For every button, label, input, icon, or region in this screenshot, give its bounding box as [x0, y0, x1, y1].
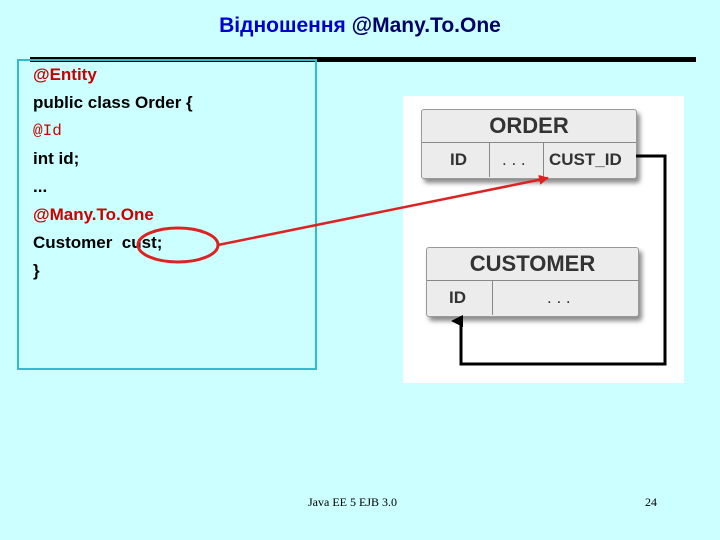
customer-table-name: CUSTOMER: [427, 248, 638, 281]
customer-table-row: ID . . .: [427, 281, 638, 315]
code-line-customer: Customer cust;: [33, 233, 163, 252]
order-table-row: ID . . . CUST_ID: [422, 143, 636, 177]
customer-col-id: ID: [449, 288, 466, 307]
order-table: ORDER ID . . . CUST_ID: [421, 109, 637, 179]
order-col-separator: [543, 143, 544, 177]
title-divider: [30, 57, 696, 62]
code-line-id-annotation: @Id: [33, 122, 62, 140]
slide-title-prefix: Відношення: [219, 14, 352, 37]
footer-course-label: Java EE 5 EJB 3.0: [308, 495, 397, 509]
code-line-close-brace: }: [33, 261, 40, 280]
order-table-name: ORDER: [422, 110, 636, 143]
slide-title: Відношення @Many.To.One: [0, 14, 720, 38]
code-block: @Entity public class Order { @Id int id;…: [33, 63, 193, 287]
code-line-manytoone: @Many.To.One: [33, 205, 154, 224]
customer-table: CUSTOMER ID . . .: [426, 247, 639, 317]
order-col-ellipsis: . . .: [502, 150, 526, 169]
code-line-int-id: int id;: [33, 149, 80, 168]
order-col-separator: [489, 143, 490, 177]
slide-title-keyword: @Many.To.One: [351, 14, 501, 37]
code-line-class: public class Order {: [33, 93, 193, 112]
customer-col-ellipsis: . . .: [547, 288, 571, 307]
customer-col-separator: [492, 281, 493, 315]
order-col-cust-id: CUST_ID: [549, 150, 622, 169]
code-line-entity: @Entity: [33, 65, 97, 84]
order-col-id: ID: [450, 150, 467, 169]
code-line-ellipsis: ...: [33, 177, 48, 196]
page-number: 24: [645, 495, 657, 509]
